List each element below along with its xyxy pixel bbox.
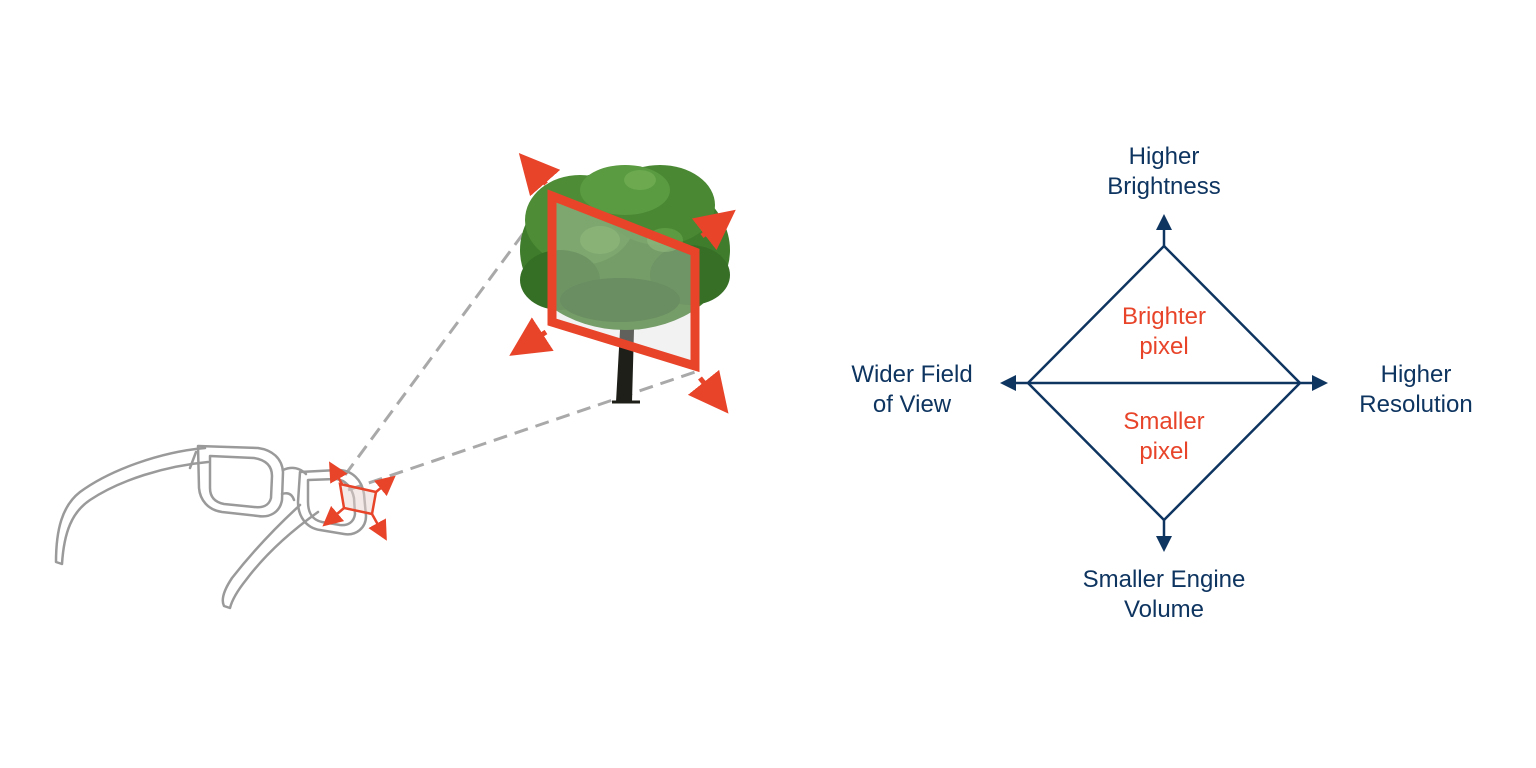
virtual-image-frame bbox=[547, 189, 700, 373]
label-smaller-engine-volume: Smaller Engine Volume bbox=[1082, 566, 1246, 623]
glasses-icon bbox=[54, 444, 368, 610]
label-higher-resolution: Higher Resolution bbox=[1359, 361, 1473, 418]
label-brighter-pixel: Brighter pixel bbox=[1121, 303, 1207, 360]
projection-lines bbox=[343, 199, 696, 492]
label-wider-field-of-view: Wider Field of View bbox=[851, 361, 973, 418]
arrow-up-icon bbox=[1156, 214, 1172, 230]
arrow-down-icon bbox=[1156, 536, 1172, 552]
label-smaller-pixel: Smaller pixel bbox=[1123, 408, 1205, 465]
tradeoff-diagram: Higher Brightness Smaller Engine Volume … bbox=[820, 0, 1536, 768]
arrow-left-icon bbox=[1000, 375, 1016, 391]
display-engine-icon bbox=[322, 461, 396, 541]
arrow-right-icon bbox=[1312, 375, 1328, 391]
label-higher-brightness: Higher Brightness bbox=[1107, 143, 1221, 200]
projection-illustration bbox=[54, 152, 736, 610]
expand-arrows-icon bbox=[509, 152, 736, 414]
tradeoff-diamond bbox=[1000, 214, 1328, 552]
